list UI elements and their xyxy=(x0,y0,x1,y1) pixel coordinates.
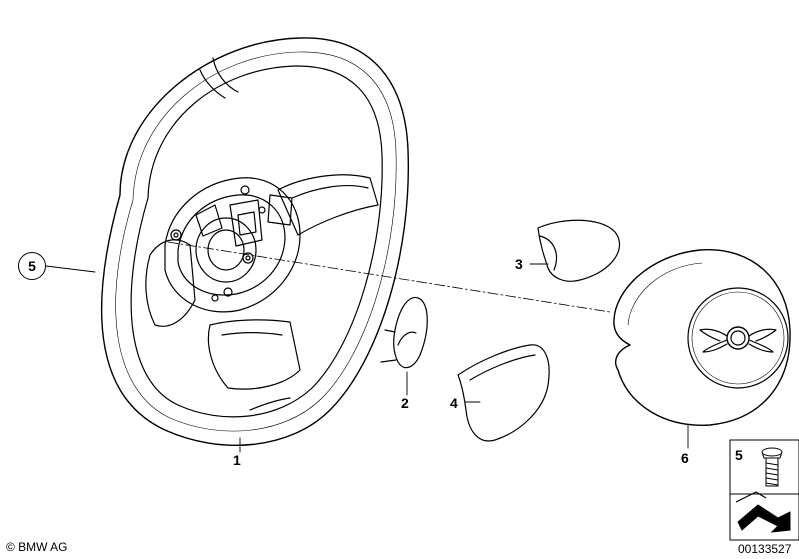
arrow-icon xyxy=(735,491,791,533)
part-4-cover xyxy=(457,344,550,442)
callout-1: 1 xyxy=(233,452,241,468)
callout-5-circle: 5 xyxy=(18,252,46,280)
callout-6: 6 xyxy=(681,450,689,466)
screw-icon xyxy=(761,447,783,487)
part-6-airbag xyxy=(613,249,791,426)
callout-4: 4 xyxy=(450,395,458,411)
parts-box-5 xyxy=(729,439,799,541)
callout-3: 3 xyxy=(515,256,523,272)
diagram-number: 00133527 xyxy=(738,542,792,556)
part-2-cover xyxy=(380,296,428,369)
leader-line-5 xyxy=(45,265,96,273)
assembly-axis-line xyxy=(167,241,611,313)
callout-5-box: 5 xyxy=(735,447,743,463)
copyright-text: © BMW AG xyxy=(6,540,68,554)
callout-2: 2 xyxy=(401,395,409,411)
steering-wheel xyxy=(100,37,410,446)
part-3-cover xyxy=(537,219,621,282)
